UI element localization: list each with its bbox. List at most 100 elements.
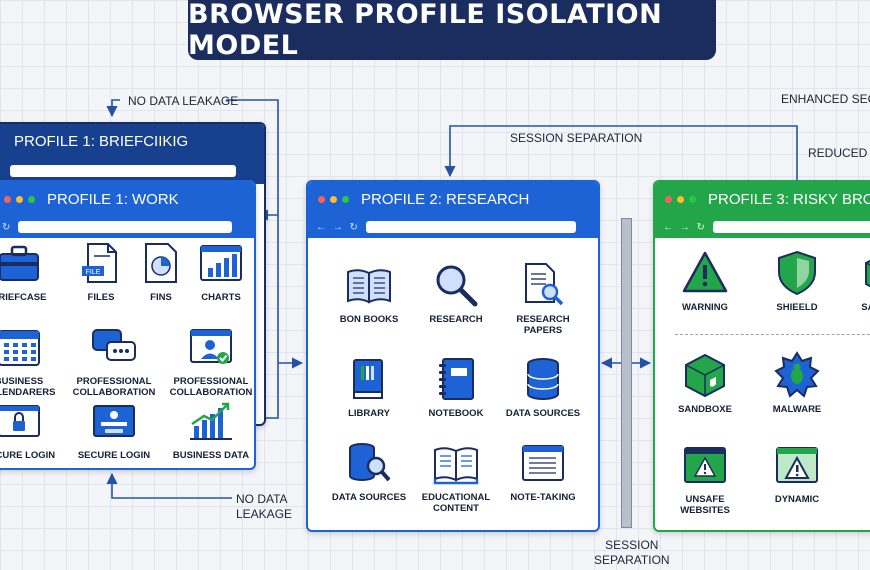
svg-text:FILE: FILE — [86, 269, 101, 276]
research-tile[interactable]: EDUCATIONAL CONTENT — [411, 438, 501, 514]
chat-bubbles-icon — [92, 329, 136, 361]
note-window-icon — [522, 445, 564, 481]
refresh-icon[interactable]: ↻ — [2, 221, 13, 233]
research-tile[interactable]: BON BOOKS — [324, 260, 414, 325]
malware-icon — [774, 351, 820, 398]
profile-research-titlebar: PROFILE 2: RESEARCH — [308, 182, 598, 216]
pie-doc-icon — [145, 243, 177, 283]
profile-back-title: PROFILE 1: BRIEFCIIKIG — [14, 132, 189, 150]
tile-label: PROFESSIONAL COLLABORATION — [169, 376, 253, 398]
profile-work-titlebar: PROFILE 1: WORK — [0, 182, 254, 216]
profile-risky-title: PROFILE 3: RISKY BROWSING — [708, 190, 870, 208]
lock-icon — [0, 405, 40, 437]
profile-research-addressbar[interactable]: ← → ↻ — [308, 216, 598, 238]
research-tile[interactable]: RESEARCH — [411, 260, 501, 325]
research-tile[interactable]: DATA SOURCES — [498, 354, 588, 419]
profile-back-addressbar[interactable] — [0, 158, 264, 184]
login-form-icon — [93, 405, 135, 437]
work-tile[interactable]: CHARTS — [176, 238, 254, 303]
notebook-icon — [439, 358, 474, 400]
database-search-icon — [349, 443, 391, 482]
risky-tile[interactable]: UNSAFE WEBSITES — [660, 440, 750, 516]
profile-work-url-field[interactable] — [18, 221, 233, 233]
research-tile[interactable]: DATA SOURCES — [324, 438, 414, 503]
risky-tile[interactable]: SANDBOX — [840, 248, 870, 313]
profile-work-addressbar[interactable]: ↻ — [0, 216, 254, 238]
user-check-icon — [190, 329, 232, 364]
bar-chart-icon — [200, 245, 242, 281]
risky-divider — [675, 334, 870, 335]
risky-tile[interactable]: DYNAMIC — [752, 440, 842, 505]
sandbox-cube-icon — [865, 259, 870, 288]
tile-label: BON BOOKS — [339, 314, 399, 325]
no-leakage-top-arrow — [106, 99, 120, 118]
reduced-risk-label: REDUCED RISK — [808, 146, 870, 160]
work-tile[interactable]: SECURE LOGIN — [69, 396, 159, 461]
work-tile[interactable]: BRIEFCASE — [0, 238, 64, 303]
profile-work-title: PROFILE 1: WORK — [47, 190, 179, 208]
tile-label: SECURE LOGIN — [0, 450, 56, 461]
profile-risky-url-field[interactable] — [712, 221, 870, 233]
work-tile[interactable]: BUSINESS DATA — [166, 396, 254, 461]
tile-label: SHIEELD — [776, 302, 818, 313]
tile-label: UNSAFE WEBSITES — [680, 494, 730, 516]
tile-label: MALWARE — [772, 404, 822, 415]
session-separation-bottom-label: SESSION SEPARATION — [594, 538, 670, 567]
work-tile[interactable]: PROFESSIONAL COLLABORATION — [69, 322, 159, 398]
tile-label: FINS — [150, 292, 172, 303]
work-tile[interactable]: BUSINESS CALENDARERS — [0, 322, 64, 398]
window-controls[interactable] — [4, 195, 35, 203]
profile-back-url-field[interactable] — [10, 165, 236, 177]
profile-risky-titlebar: PROFILE 3: RISKY BROWSING — [655, 182, 870, 216]
window-controls[interactable] — [318, 195, 349, 203]
profile-research-window: PROFILE 2: RESEARCH ← → ↻ BON BOOKS RESEA… — [306, 180, 600, 532]
nav-arrows-icon[interactable]: ← → ↻ — [663, 221, 707, 233]
tile-label: CHARTS — [201, 292, 241, 303]
no-data-leakage-top-label: NO DATA LEAKAGE — [128, 94, 239, 108]
tile-label: DATA SOURCES — [331, 492, 407, 503]
tile-label: FILES — [87, 292, 115, 303]
tile-label: BUSINESS CALENDARERS — [0, 376, 56, 398]
risky-tile[interactable]: MALWARE — [752, 350, 842, 415]
tile-label: DATA SOURCES — [505, 408, 581, 419]
tile-label: NOTEBOOK — [428, 408, 484, 419]
no-leakage-bottom-line — [106, 472, 232, 499]
session-separation-top-label: SESSION SEPARATION — [510, 131, 643, 145]
nav-arrows-icon[interactable]: ← → ↻ — [316, 221, 360, 233]
open-book-icon — [347, 269, 391, 304]
warning-icon — [682, 251, 728, 293]
window-controls[interactable] — [665, 195, 696, 203]
profile-research-title: PROFILE 2: RESEARCH — [361, 190, 530, 208]
work-tile[interactable]: SECURE LOGIN — [0, 396, 64, 461]
risky-tile[interactable]: WARNING — [660, 248, 750, 313]
library-book-icon — [353, 359, 383, 399]
research-tile[interactable]: NOTEBOOK — [411, 354, 501, 419]
dynamic-alert-icon — [776, 447, 818, 483]
research-tile[interactable]: NOTE-TAKING — [498, 438, 588, 503]
tile-label: RESEARCH — [429, 314, 483, 325]
tile-label: SANDBOXE — [678, 404, 732, 415]
enhanced-security-label: ENHANCED SECURITY — [781, 92, 870, 106]
briefcase-icon — [0, 245, 39, 281]
profile-back-titlebar: PROFILE 1: BRIEFCIIKIG — [0, 124, 264, 158]
research-tile[interactable]: LIBRARY — [324, 354, 414, 419]
tile-label: WARNING — [682, 302, 728, 313]
work-tile[interactable]: FINS — [116, 238, 206, 303]
profile-research-url-field[interactable] — [365, 221, 576, 233]
risky-tile[interactable]: SHIEELD — [752, 248, 842, 313]
research-tile[interactable]: RESEARCH PAPERS — [498, 260, 588, 336]
no-data-leakage-bottom-label: NO DATA LEAKAGE — [236, 492, 293, 521]
tile-label: RESEARCH PAPERS — [516, 314, 570, 336]
profile-risky-window: PROFILE 3: RISKY BROWSING ← → ↻ WARNING S… — [653, 180, 870, 532]
tile-label: LIBRARY — [348, 408, 390, 419]
work-tile[interactable]: PROFESSIONAL COLLABORATION — [166, 322, 254, 398]
risky-tile[interactable]: SANDBOXE — [660, 350, 750, 415]
tile-label: DYNAMIC — [774, 494, 820, 505]
sandbox-cube-icon — [685, 353, 725, 398]
growth-chart-icon — [190, 402, 232, 440]
work-tile[interactable]: FILE FILES — [56, 238, 146, 303]
tile-label: SANDBOX — [861, 302, 870, 313]
session-separation-barrier — [621, 218, 632, 528]
profile-risky-addressbar[interactable]: ← → ↻ — [655, 216, 870, 238]
paper-search-icon — [525, 263, 564, 306]
